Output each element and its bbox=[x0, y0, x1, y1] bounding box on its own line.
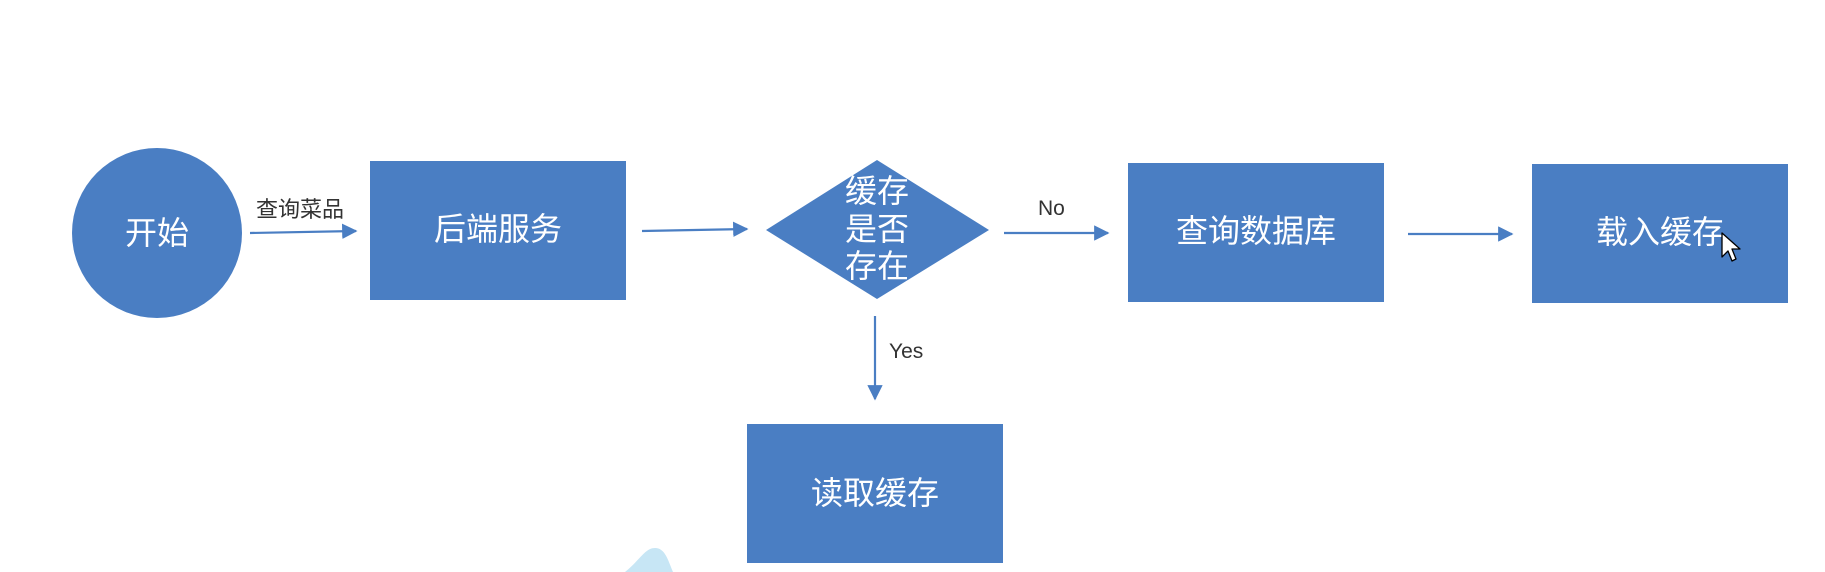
load-cache-node[interactable]: 载入缓存 bbox=[1532, 164, 1788, 303]
read-cache-rect bbox=[747, 424, 1003, 563]
start-label: 开始 bbox=[125, 214, 189, 252]
edge-start-to-backend: 查询菜品 bbox=[249, 198, 358, 239]
edge-backend-to-decision-line bbox=[641, 221, 749, 237]
backend-node[interactable]: 后端服务 bbox=[370, 161, 626, 300]
edge-decision-to-query-db: No bbox=[1004, 197, 1110, 241]
decision-label-line-1: 缓存 bbox=[845, 172, 909, 210]
backend-label: 后端服务 bbox=[434, 210, 562, 248]
load-cache-label: 载入缓存 bbox=[1596, 213, 1724, 251]
decision-node[interactable]: 缓存 是否 存在 bbox=[766, 160, 989, 299]
edge-backend-to-decision bbox=[641, 221, 749, 237]
decision-diamond bbox=[766, 160, 989, 299]
edge-decision-to-query-db-label: No bbox=[1038, 197, 1065, 220]
mouse-cursor-icon bbox=[1721, 232, 1741, 262]
read-cache-node[interactable]: 读取缓存 bbox=[747, 424, 1003, 563]
edge-decision-to-read-cache: Yes bbox=[867, 316, 923, 401]
query-db-label: 查询数据库 bbox=[1176, 212, 1336, 250]
start-node[interactable]: 开始 bbox=[72, 148, 242, 318]
edge-start-to-backend-label: 查询菜品 bbox=[256, 198, 344, 223]
decorative-blob-shape bbox=[625, 548, 673, 572]
backend-rect bbox=[370, 161, 626, 300]
edge-start-to-backend-line bbox=[249, 223, 358, 239]
decision-label-line-3: 存在 bbox=[845, 247, 909, 285]
read-cache-label: 读取缓存 bbox=[811, 474, 939, 512]
edge-decision-to-read-cache-label: Yes bbox=[889, 340, 923, 363]
query-db-rect bbox=[1128, 163, 1384, 302]
query-db-node[interactable]: 查询数据库 bbox=[1128, 163, 1384, 302]
load-cache-rect bbox=[1532, 164, 1788, 303]
decision-label-line-2: 是否 bbox=[845, 210, 909, 248]
start-circle bbox=[72, 148, 242, 318]
